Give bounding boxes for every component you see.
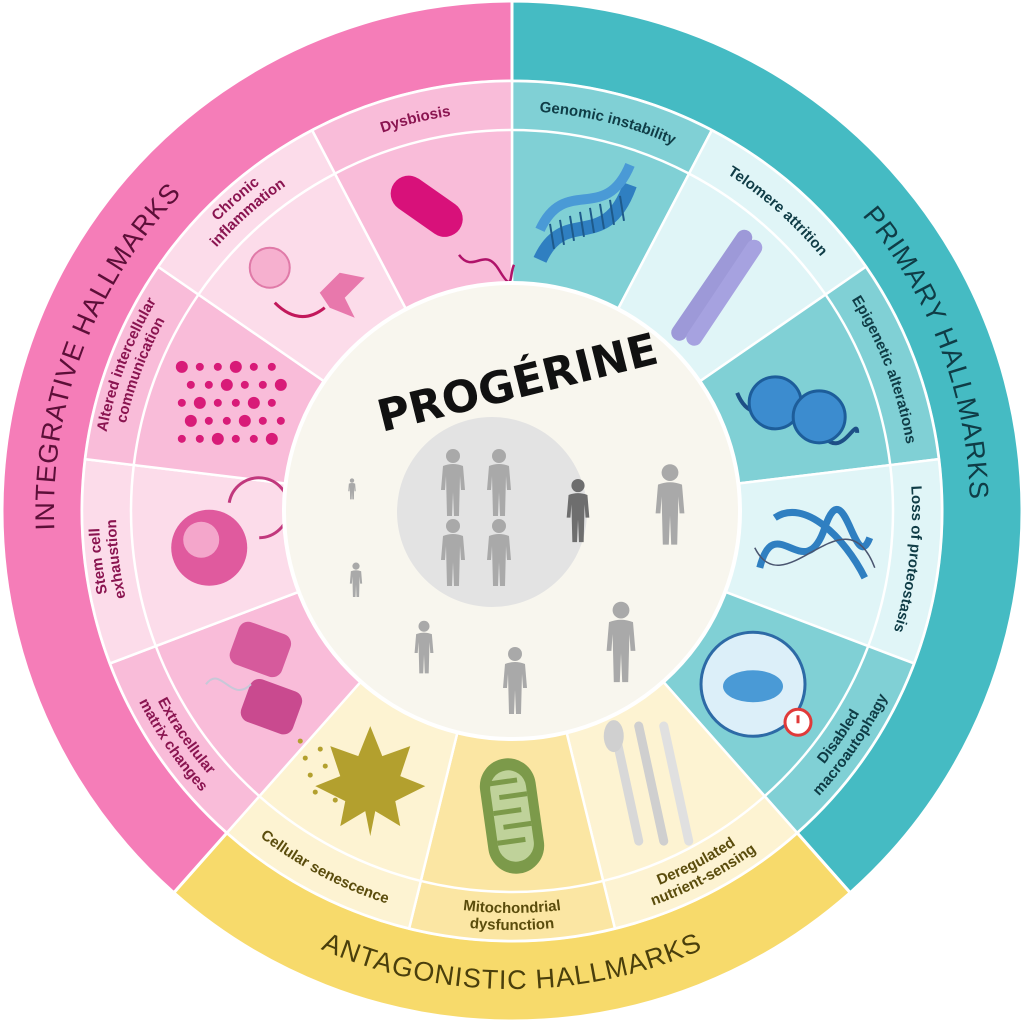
hallmark-label-text: dysfunction [469, 915, 555, 934]
protein-icon [754, 506, 876, 580]
segment-divider [867, 464, 895, 647]
segment-divider [258, 795, 422, 883]
stem-cell-icon [171, 476, 291, 586]
nucleosome-icon [735, 375, 860, 446]
segment-divider [602, 795, 766, 883]
segment-divider [334, 128, 513, 175]
segment-divider [420, 879, 604, 894]
dna-icon [533, 162, 637, 264]
cutlery-icon [603, 720, 694, 846]
bacterium-icon [390, 175, 516, 284]
hallmark-label: dysfunction [469, 915, 555, 934]
segment-divider [132, 293, 200, 466]
inner-population-circle [397, 417, 587, 607]
segment-divider [154, 645, 261, 798]
mitochondrion-icon [479, 758, 545, 874]
segment-divider [824, 293, 892, 466]
segment-divider [763, 645, 870, 798]
cell-network-icon [175, 360, 287, 445]
segment-divider [511, 128, 690, 175]
hallmark-icons [171, 162, 876, 874]
segment-divider [197, 172, 336, 296]
segment-divider [129, 464, 157, 647]
center-disc: PROGÉRINE [282, 281, 742, 741]
hallmark-label-text: Mitochondrial [462, 897, 561, 917]
extracellular-matrix-icon [205, 621, 303, 735]
hallmark-label: Mitochondrial [462, 897, 561, 917]
leaf-icon [297, 726, 426, 837]
chromosome-icon [671, 229, 763, 346]
segment-divider [688, 172, 827, 296]
autophagy-icon [699, 630, 813, 738]
inflammation-icon [248, 246, 365, 318]
